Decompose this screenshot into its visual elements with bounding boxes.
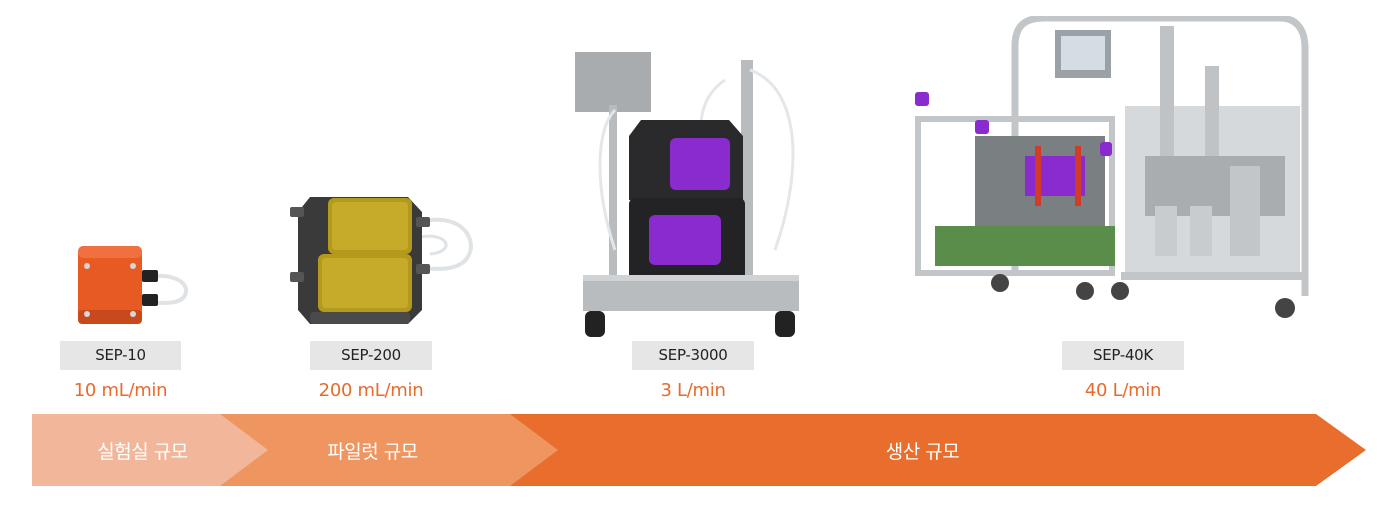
sep-3000-device-image [575, 52, 799, 337]
product-model-label: SEP-3000 [632, 341, 754, 370]
product-model-label: SEP-10 [60, 341, 181, 370]
stage-label-lab: 실험실 규모 [97, 441, 188, 463]
product-flow-rate: 3 L/min [660, 380, 726, 401]
stage-label-pilot: 파일럿 규모 [327, 441, 418, 463]
product-flow-rate: 40 L/min [1084, 380, 1162, 401]
product-model-label: SEP-40K [1062, 341, 1184, 370]
product-model-label: SEP-200 [310, 341, 432, 370]
sep-10-device-image [78, 246, 189, 324]
sep-200-device-image [290, 197, 473, 324]
sep-40k-device-image [915, 16, 1309, 318]
stage-label-production: 생산 규모 [885, 441, 960, 463]
product-flow-rate: 200 mL/min [318, 380, 424, 401]
product-flow-rate: 10 mL/min [73, 380, 168, 401]
